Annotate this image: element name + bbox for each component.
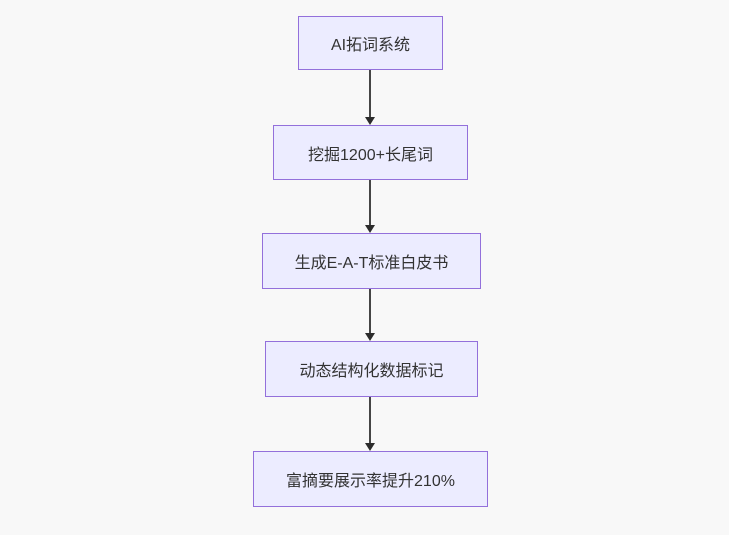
- flow-node-ai-word-expansion-system: AI拓词系统: [298, 16, 443, 70]
- flow-node-label: 生成E-A-T标准白皮书: [294, 255, 449, 272]
- arrowhead-down-icon: [365, 443, 375, 451]
- flow-node-rich-snippet-rate: 富摘要展示率提升210%: [253, 451, 488, 507]
- flow-node-eat-whitepaper: 生成E-A-T标准白皮书: [262, 233, 481, 289]
- flow-node-label: 动态结构化数据标记: [299, 363, 444, 380]
- arrowhead-down-icon: [365, 117, 375, 125]
- flow-node-label: 挖掘1200+长尾词: [308, 146, 433, 164]
- arrow-line: [369, 70, 371, 117]
- arrow-line: [369, 397, 371, 443]
- flow-arrow-2: [364, 180, 376, 233]
- arrow-line: [369, 180, 371, 225]
- flow-arrow-1: [364, 70, 376, 125]
- flow-arrow-3: [364, 289, 376, 341]
- flow-node-structured-data-markup: 动态结构化数据标记: [265, 341, 478, 397]
- flow-node-label: AI拓词系统: [330, 37, 411, 54]
- flow-node-longtail-keywords: 挖掘1200+长尾词: [273, 125, 468, 180]
- arrow-line: [369, 289, 371, 333]
- arrowhead-down-icon: [365, 333, 375, 341]
- flow-arrow-4: [364, 397, 376, 451]
- flow-node-label: 富摘要展示率提升210%: [286, 473, 455, 490]
- arrowhead-down-icon: [365, 225, 375, 233]
